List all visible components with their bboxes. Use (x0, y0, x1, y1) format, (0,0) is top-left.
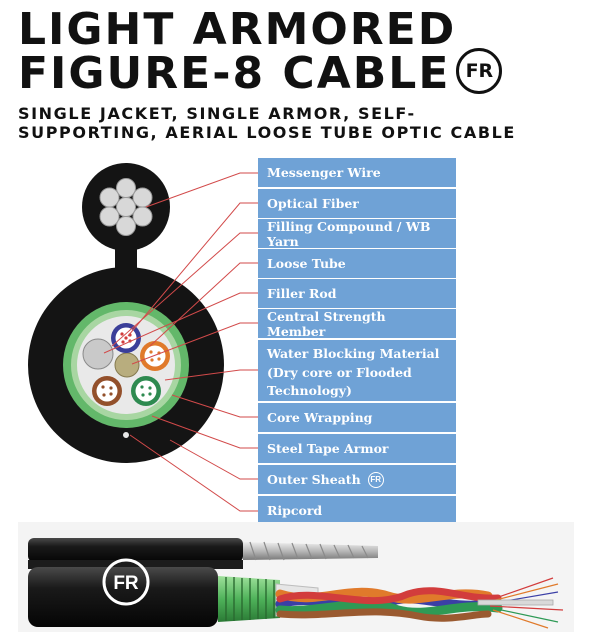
leader-lines (103, 172, 258, 512)
label-outer-sheath: Outer Sheath FR (258, 465, 456, 494)
label-ripcord: Ripcord (258, 496, 456, 525)
title-line-1: LIGHT ARMORED (18, 4, 457, 55)
label-water-blocking-material: Water Blocking Material (Dry core or Flo… (258, 340, 456, 401)
label-messenger-wire: Messenger Wire (258, 158, 456, 187)
label-filler-rod: Filler Rod (258, 279, 456, 308)
photo-loose-tubes (275, 587, 503, 622)
fr-badge-icon: FR (456, 48, 503, 94)
photo-web (28, 560, 243, 569)
subtitle-line-2: SUPPORTING, AERIAL LOOSE TUBE OPTIC CABL… (18, 123, 516, 142)
label-loose-tube: Loose Tube (258, 249, 456, 278)
photo-fr-badge-icon (102, 558, 150, 606)
label-optical-fiber: Optical Fiber (258, 189, 456, 218)
cable-product-illustration: FR (18, 522, 574, 632)
photo-armor-corrugation (225, 577, 275, 621)
label-water-blocking-line-2: (Dry core or Flooded (267, 364, 412, 380)
label-water-blocking-line-3: Technology) (267, 383, 352, 398)
filler-rod (82, 338, 114, 370)
page-subtitle: SINGLE JACKET, SINGLE ARMOR, SELF- SUPPO… (18, 104, 516, 142)
label-filling-compound: Filling Compound / WB Yarn (258, 219, 456, 249)
label-steel-tape-armor: Steel Tape Armor (258, 434, 456, 463)
title-line-2-text: FIGURE-8 CABLE (18, 48, 451, 99)
ripcord-dot (123, 432, 129, 438)
central-strength-member (114, 352, 140, 378)
subtitle-line-1: SINGLE JACKET, SINGLE ARMOR, SELF- (18, 104, 416, 123)
label-core-wrapping: Core Wrapping (258, 403, 456, 432)
messenger-wire-strands (99, 178, 153, 236)
loose-tube-green (131, 376, 161, 406)
photo-steel-armor (218, 576, 280, 622)
label-central-strength-member: Central Strength Member (258, 309, 456, 339)
label-water-blocking-line-1: Water Blocking Material (267, 346, 440, 361)
loose-tube-orange (140, 341, 170, 371)
photo-messenger-wire (243, 541, 378, 561)
cable-cross-section-diagram (28, 163, 258, 512)
fr-badge-small-icon: FR (367, 471, 384, 488)
photo-fr-badge-text: FR (113, 573, 139, 594)
label-outer-sheath-text: Outer Sheath (267, 472, 361, 487)
photo-central-strength-member (477, 599, 554, 606)
loose-tube-brown (92, 376, 122, 406)
loose-tube-blue (111, 323, 141, 353)
photo-messenger-sheath (28, 538, 243, 562)
photo-outer-sheath (28, 567, 218, 627)
